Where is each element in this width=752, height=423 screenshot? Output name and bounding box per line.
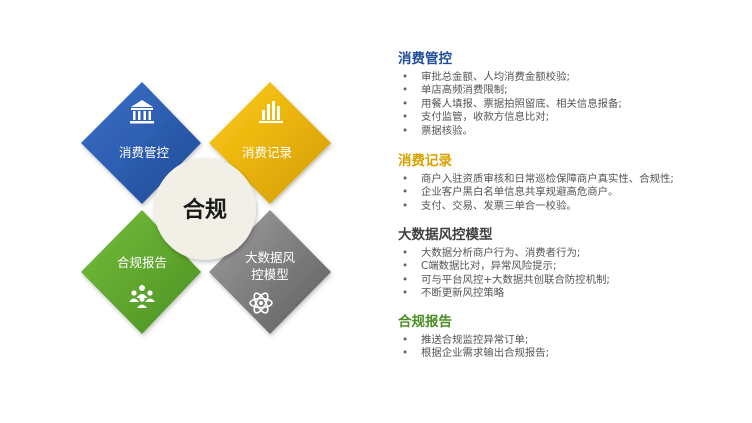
- atom-icon: [249, 292, 273, 314]
- quadrant-label-compliance-report: 合规报告: [117, 255, 167, 270]
- list-item: 单店高频消费限制;: [398, 84, 748, 98]
- list-item: 支付监管，收款方信息比对;: [398, 111, 748, 125]
- quadrant-label-consumption-control: 消费管控: [119, 145, 170, 160]
- list-item: 用餐人填报、票据拍照留底、相关信息报备;: [398, 98, 748, 112]
- list-item: 根据企业需求输出合规报告;: [398, 347, 748, 361]
- list-item: 推送合规监控异常订单;: [398, 334, 748, 348]
- list-item: 不断更新风控策略: [398, 287, 748, 301]
- section-title: 消费管控: [398, 51, 452, 67]
- quadrant-label-risk-model-line2: 控模型: [251, 267, 289, 282]
- list-item: 大数据分析商户行为、消费者行为;: [398, 247, 748, 261]
- list-item: 支付、交易、发票三单合一校验。: [398, 200, 748, 214]
- list-item: 审批总金额、人均消费金额校验;: [398, 71, 748, 85]
- section-consumption-records: 消费记录 商户入驻资质审核和日常巡检保障商户真实性、合规性; 企业客户黑白名单信…: [398, 152, 748, 214]
- section-title: 消费记录: [398, 153, 452, 169]
- section-consumption-control: 消费管控 审批总金额、人均消费金额校验; 单店高频消费限制; 用餐人填报、票据拍…: [398, 50, 748, 138]
- list-item: 票据核验。: [398, 125, 748, 139]
- list-item: 可与平台风控+大数据共创联合防控机制;: [398, 274, 748, 288]
- bank-icon: [130, 100, 154, 124]
- bar-chart-icon: [259, 101, 283, 123]
- list-item: C端数据比对，异常风险提示;: [398, 260, 748, 274]
- list-item: 商户入驻资质审核和日常巡检保障商户真实性、合规性;: [398, 173, 748, 187]
- section-risk-model: 大数据风控模型 大数据分析商户行为、消费者行为; C端数据比对，异常风险提示; …: [398, 226, 748, 301]
- section-title: 大数据风控模型: [398, 227, 493, 243]
- list-item: 企业客户黑白名单信息共享规避高危商户。: [398, 186, 748, 200]
- center-circle: [154, 158, 256, 260]
- quadrant-label-consumption-records: 消费记录: [242, 145, 292, 160]
- people-icon: [129, 285, 155, 308]
- section-compliance-report: 合规报告 推送合规监控异常订单; 根据企业需求输出合规报告;: [398, 313, 748, 361]
- section-title: 合规报告: [398, 314, 452, 330]
- center-label: 合规: [183, 197, 227, 223]
- compliance-diagram: 消费管控 消费记录 合规报告 大数据风 控模型 合规: [81, 82, 331, 334]
- quadrant-label-risk-model-line1: 大数据风: [245, 250, 296, 265]
